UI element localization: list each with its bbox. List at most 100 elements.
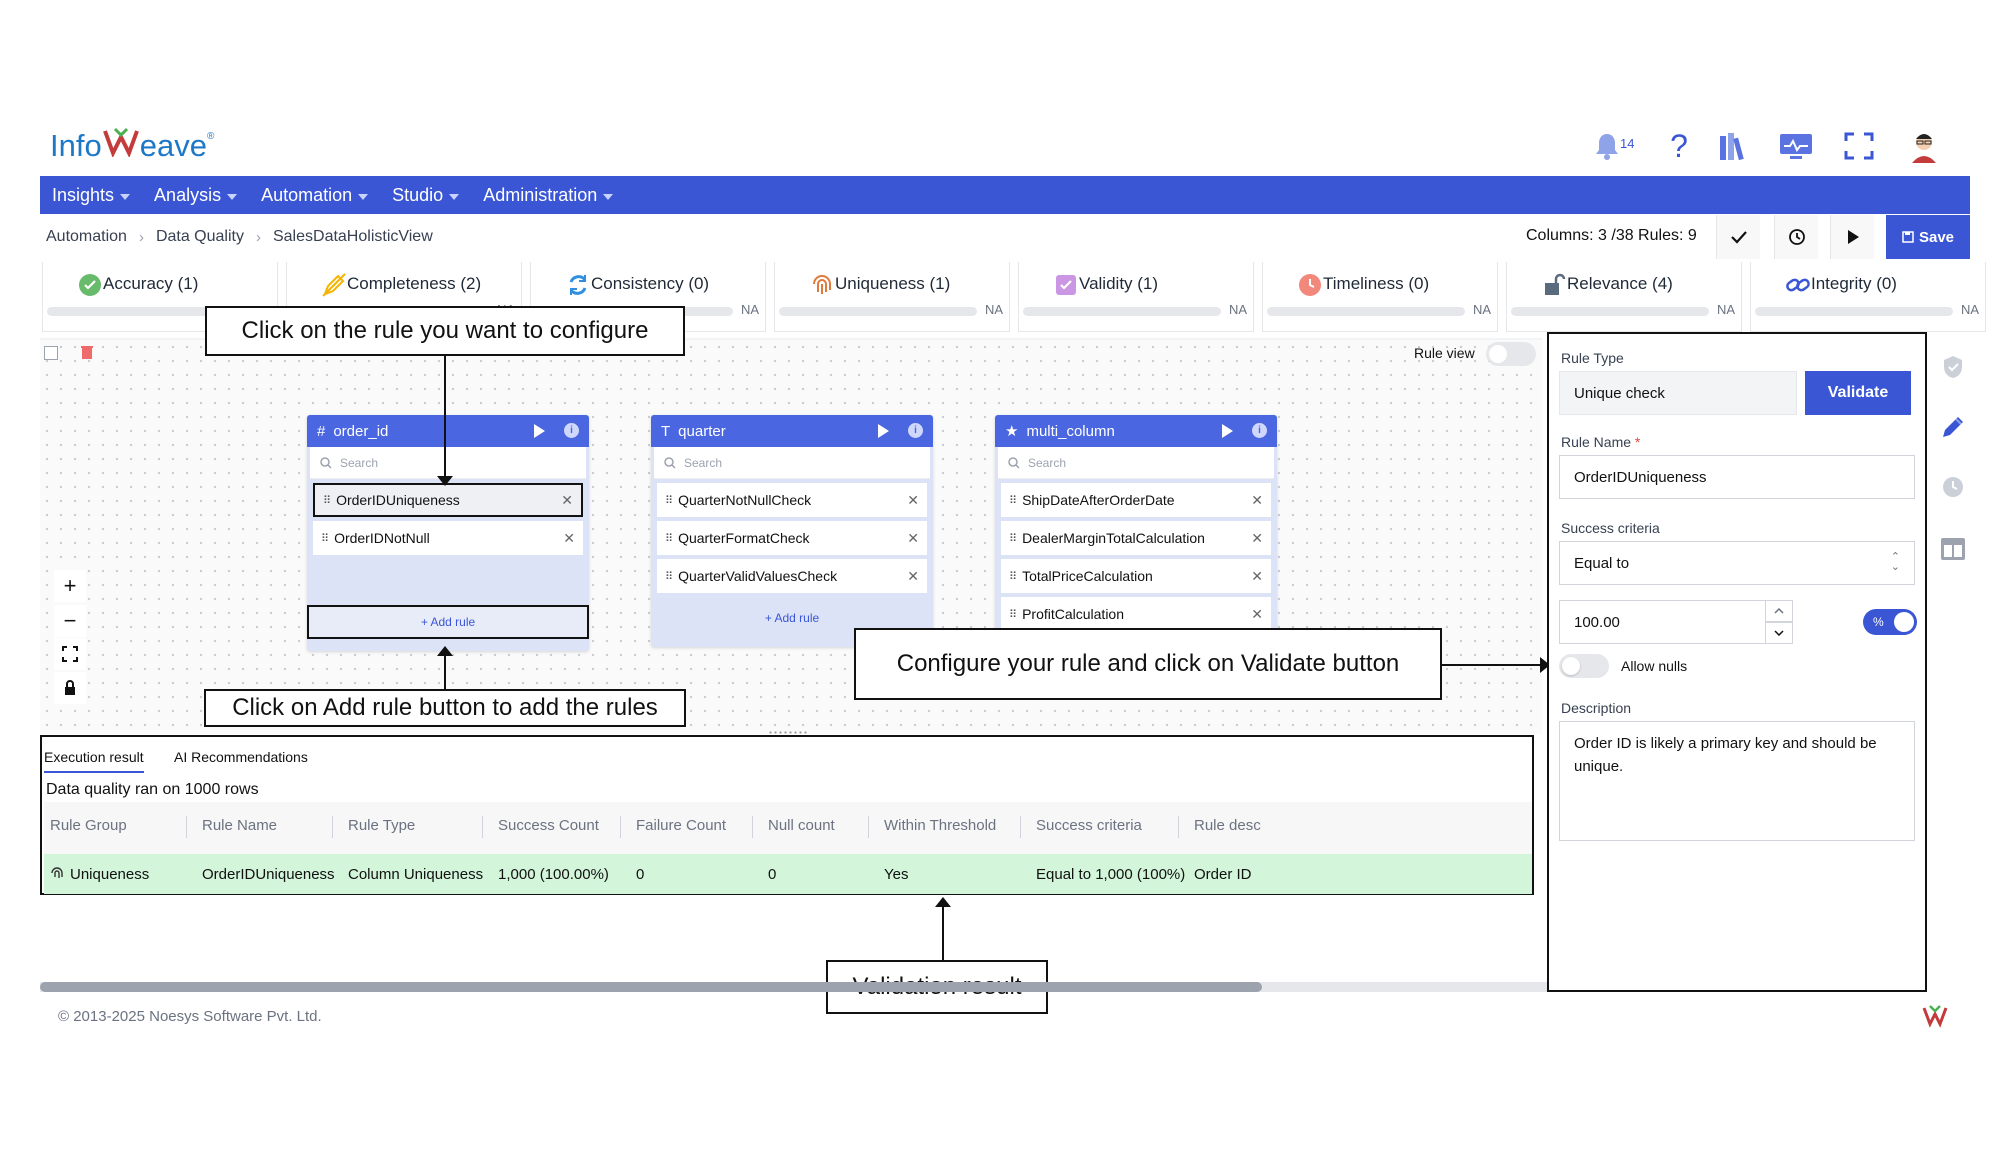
help-icon[interactable]: ? [1670,127,1688,164]
drag-handle-icon[interactable]: ⠿ [1009,570,1017,583]
info-icon[interactable]: i [908,423,923,438]
column-header[interactable]: Success Count [498,817,599,834]
play-icon[interactable] [534,424,545,438]
rule-item[interactable]: ⠿ProfitCalculation✕ [1001,597,1271,631]
scrollbar-thumb[interactable] [40,982,1262,992]
info-icon[interactable]: i [564,423,579,438]
rule-item[interactable]: ⠿ShipDateAfterOrderDate✕ [1001,483,1271,517]
remove-rule-icon[interactable]: ✕ [907,567,919,584]
clock-icon[interactable] [1938,472,1968,502]
tab-ai-recommendations[interactable]: AI Recommendations [174,749,308,765]
fullscreen-icon[interactable] [1842,126,1876,166]
remove-rule-icon[interactable]: ✕ [907,529,919,546]
shield-check-icon[interactable] [1938,352,1968,382]
remove-rule-icon[interactable]: ✕ [1251,491,1263,508]
resize-handle[interactable] [768,730,808,736]
user-avatar[interactable] [1906,126,1942,166]
nav-insights[interactable]: Insights [52,185,131,206]
remove-rule-icon[interactable]: ✕ [1251,529,1263,546]
category-tab-relevance[interactable]: Relevance (4)NA [1506,262,1742,332]
fit-view-button[interactable] [54,638,86,670]
drag-handle-icon[interactable]: ⠿ [323,494,331,507]
category-tab-validity[interactable]: Validity (1)NA [1018,262,1254,332]
remove-rule-icon[interactable]: ✕ [1251,567,1263,584]
column-divider[interactable] [332,816,333,838]
rule-item[interactable]: ⠿QuarterValidValuesCheck✕ [657,559,927,593]
rule-type-field[interactable]: Unique check [1559,371,1797,415]
nav-analysis[interactable]: Analysis [154,185,238,206]
rule-item[interactable]: ⠿OrderIDNotNull✕ [313,521,583,555]
lock-button[interactable] [54,672,86,704]
percent-toggle[interactable]: % [1863,609,1917,635]
column-header[interactable]: Rule desc [1194,817,1261,834]
stepper-up-button[interactable] [1765,600,1793,622]
rule-item[interactable]: ⠿QuarterNotNullCheck✕ [657,483,927,517]
success-criteria-select[interactable]: Equal to ⌃⌄ [1559,541,1915,585]
column-divider[interactable] [1178,816,1179,838]
drag-handle-icon[interactable]: ⠿ [1009,532,1017,545]
column-divider[interactable] [752,816,753,838]
nav-administration[interactable]: Administration [483,185,614,206]
play-icon[interactable] [878,424,889,438]
remove-rule-icon[interactable]: ✕ [561,491,573,508]
column-header[interactable]: Rule Group [50,817,127,834]
remove-rule-icon[interactable]: ✕ [1251,605,1263,622]
run-button[interactable] [1830,215,1874,259]
category-tab-uniqueness[interactable]: Uniqueness (1)NA [774,262,1010,332]
remove-rule-icon[interactable]: ✕ [907,491,919,508]
breadcrumb-data-quality[interactable]: Data Quality [155,228,244,245]
monitor-icon[interactable] [1776,126,1816,166]
rule-item[interactable]: ⠿DealerMarginTotalCalculation✕ [1001,521,1271,555]
drag-handle-icon[interactable]: ⠿ [1009,494,1017,507]
validate-button[interactable]: Validate [1805,371,1911,415]
bell-icon[interactable] [1592,126,1622,166]
rule-item[interactable]: ⠿OrderIDUniqueness✕ [313,483,583,517]
add-rule-button[interactable]: + Add rule [764,611,820,625]
zoom-out-button[interactable]: − [54,605,86,637]
drag-handle-icon[interactable]: ⠿ [1009,608,1017,621]
info-icon[interactable]: i [1252,423,1267,438]
nav-automation[interactable]: Automation [261,185,369,206]
description-textarea[interactable]: Order ID is likely a primary key and sho… [1559,721,1915,841]
layout-icon[interactable] [1938,534,1968,564]
rule-view-toggle[interactable] [1486,342,1536,366]
breadcrumb-automation[interactable]: Automation [46,228,127,245]
threshold-input[interactable]: 100.00 [1559,600,1789,644]
tab-execution-result[interactable]: Execution result [44,749,144,773]
column-divider[interactable] [620,816,621,838]
add-rule-button[interactable]: + Add rule [307,605,589,639]
column-divider[interactable] [186,816,187,838]
remove-rule-icon[interactable]: ✕ [563,529,575,546]
rule-search-input[interactable]: Search [998,447,1274,479]
allow-nulls-toggle[interactable] [1559,654,1609,678]
library-icon[interactable] [1716,126,1752,166]
column-header[interactable]: Null count [768,817,835,834]
column-divider[interactable] [868,816,869,838]
rule-name-input[interactable]: OrderIDUniqueness [1559,455,1915,499]
drag-handle-icon[interactable]: ⠿ [665,570,673,583]
column-header[interactable]: Within Threshold [884,817,997,834]
rule-item[interactable]: ⠿TotalPriceCalculation✕ [1001,559,1271,593]
stepper-down-button[interactable] [1765,622,1793,644]
rule-search-input[interactable]: Search [654,447,930,479]
edit-rule-icon[interactable] [1938,412,1968,442]
play-icon[interactable] [1222,424,1233,438]
trash-icon[interactable] [80,344,94,365]
drag-handle-icon[interactable]: ⠿ [321,532,329,545]
column-header[interactable]: Failure Count [636,817,727,834]
save-button[interactable]: Save [1886,215,1970,259]
horizontal-scrollbar[interactable] [40,982,1580,992]
category-tab-timeliness[interactable]: Timeliness (0)NA [1262,262,1498,332]
rule-search-input[interactable]: Search [310,447,586,479]
rule-item[interactable]: ⠿QuarterFormatCheck✕ [657,521,927,555]
history-button[interactable] [1774,215,1818,259]
nav-studio[interactable]: Studio [392,185,460,206]
collapse-icon[interactable] [44,346,58,360]
drag-handle-icon[interactable]: ⠿ [665,494,673,507]
column-header[interactable]: Rule Type [348,817,416,834]
category-tab-integrity[interactable]: Integrity (0)NA [1750,262,1986,332]
infoveave-logo[interactable]: Info eave ® [50,126,214,166]
